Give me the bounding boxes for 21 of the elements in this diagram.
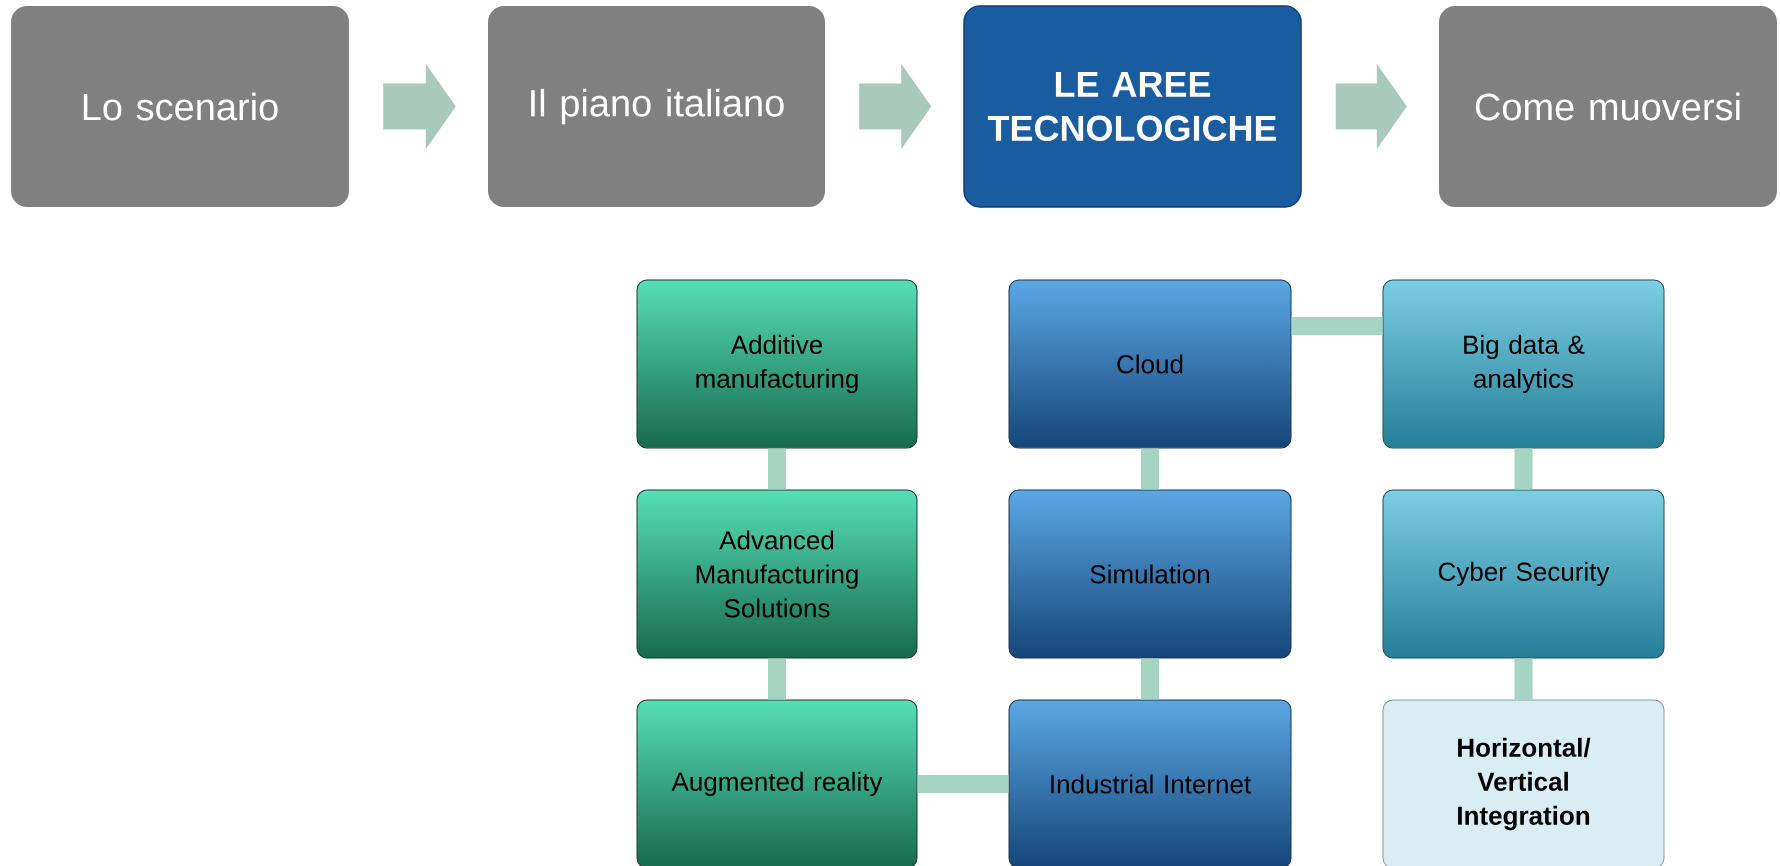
connector-bar — [1291, 317, 1383, 335]
technology-box: Simulation — [1008, 489, 1292, 659]
connector-bar — [1514, 448, 1533, 490]
technology-box: Cyber Security — [1382, 489, 1665, 659]
step-box: Lo scenario — [11, 6, 349, 207]
step-box: Come muoversi — [1439, 6, 1777, 207]
connector-bar — [768, 448, 786, 490]
connector-bar — [1141, 658, 1159, 700]
technology-box: Horizontal/ Vertical Integration — [1382, 699, 1665, 866]
technology-box: Industrial Internet — [1008, 699, 1292, 866]
connector-bar — [1141, 448, 1159, 490]
step-box: Il piano italiano — [488, 6, 825, 207]
highlighted-step-box: LE AREE TECNOLOGICHE — [963, 5, 1302, 208]
connector-bar — [768, 658, 786, 700]
technology-box: Advanced Manufacturing Solutions — [636, 489, 918, 659]
technology-box: Additive manufacturing — [636, 279, 918, 449]
technology-box: Augmented reality — [636, 699, 918, 866]
technology-box: Big data & analytics — [1382, 279, 1665, 449]
technology-box: Cloud — [1008, 279, 1292, 449]
connector-bar — [917, 775, 1009, 793]
connector-bar — [1514, 658, 1533, 700]
